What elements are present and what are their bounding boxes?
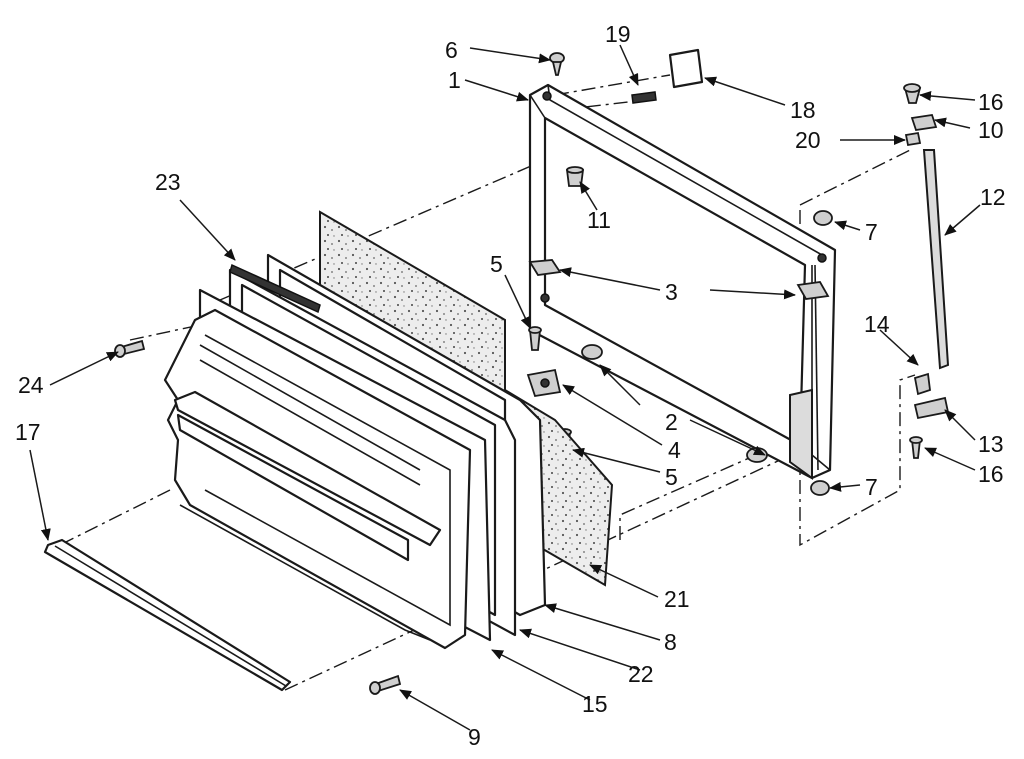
data-plate: [631, 48, 704, 104]
shelf-bar: [43, 538, 292, 692]
leader-arrows: [29, 44, 981, 731]
callout-13: 13: [978, 431, 1004, 457]
callout-7-top: 7: [865, 219, 878, 245]
callout-labels: 6 1 19 18 11 7 3 5 2 4 5 7 21 8 22 15 9 …: [15, 21, 1006, 750]
callout-17: 17: [15, 419, 41, 445]
callout-21: 21: [664, 586, 690, 612]
callout-14: 14: [864, 311, 890, 337]
callout-15: 15: [582, 691, 608, 717]
callout-4: 4: [668, 437, 681, 463]
callout-8: 8: [664, 629, 677, 655]
callout-1: 1: [448, 67, 461, 93]
lower-hinge: [526, 368, 562, 398]
callout-16-bottom: 16: [978, 461, 1004, 487]
screw-top: [549, 52, 565, 76]
callout-20: 20: [795, 127, 821, 153]
callout-18: 18: [790, 97, 816, 123]
callout-2: 2: [665, 409, 678, 435]
hinge-cap: [810, 210, 833, 496]
door-inner-liner: [163, 308, 472, 650]
callout-7-bottom: 7: [865, 474, 878, 500]
callout-16-top: 16: [978, 89, 1004, 115]
callout-11: 11: [587, 207, 611, 233]
callout-5-top: 5: [490, 251, 503, 277]
callout-19: 19: [605, 21, 631, 47]
callout-6: 6: [445, 37, 458, 63]
callout-22: 22: [628, 661, 654, 687]
door-frame: [528, 83, 837, 480]
callout-3: 3: [665, 279, 678, 305]
callout-12: 12: [980, 184, 1006, 210]
hinge-bracket: [528, 259, 830, 303]
callout-24: 24: [18, 372, 44, 398]
callout-10: 10: [978, 117, 1004, 143]
callout-23: 23: [155, 169, 181, 195]
trim-strip: [229, 263, 321, 314]
handle-assembly: [903, 83, 950, 459]
callout-5-bottom: 5: [665, 464, 678, 490]
callout-9: 9: [468, 724, 481, 750]
